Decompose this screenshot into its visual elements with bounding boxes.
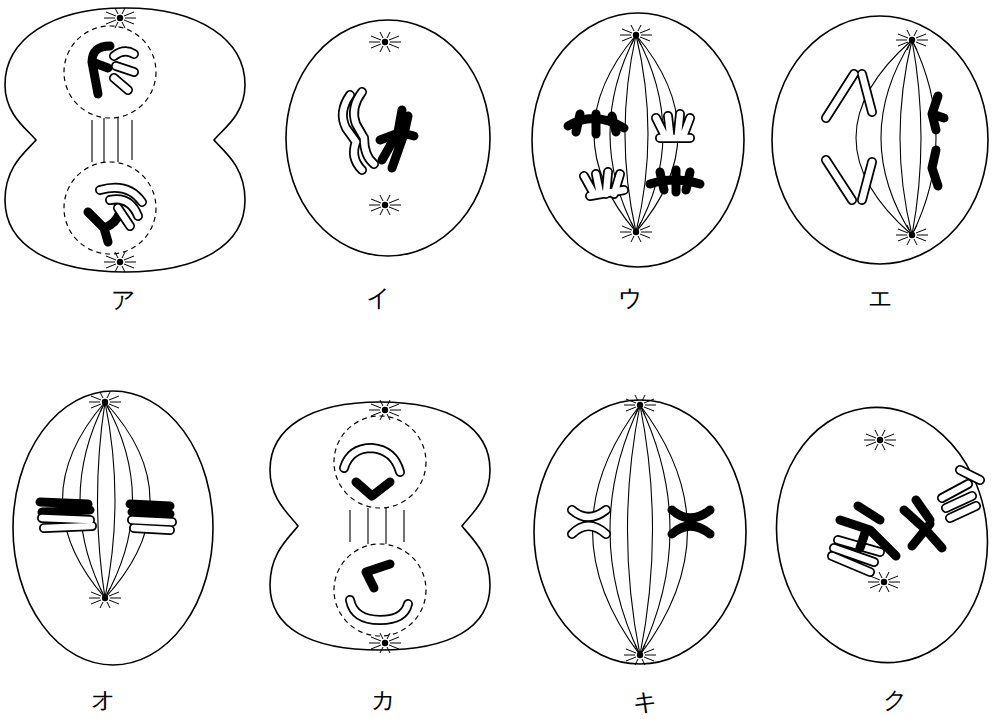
cell-o [13,391,213,665]
cell-i [286,20,490,256]
figure-letter: エ [868,286,893,310]
cell-ka [270,400,490,653]
figure-letter: ウ [618,286,643,310]
figure-letter: イ [366,286,391,310]
cell-ku [760,394,1002,677]
cell-u [532,13,744,267]
cell-e [772,16,988,264]
cell-a [5,8,245,272]
figure-letter: ク [883,688,908,712]
cell-ki [534,395,746,665]
figure-letter: ア [111,288,136,312]
figure-letter: キ [633,690,658,714]
figure-letter: カ [371,688,396,712]
figure-letter: オ [91,688,116,712]
